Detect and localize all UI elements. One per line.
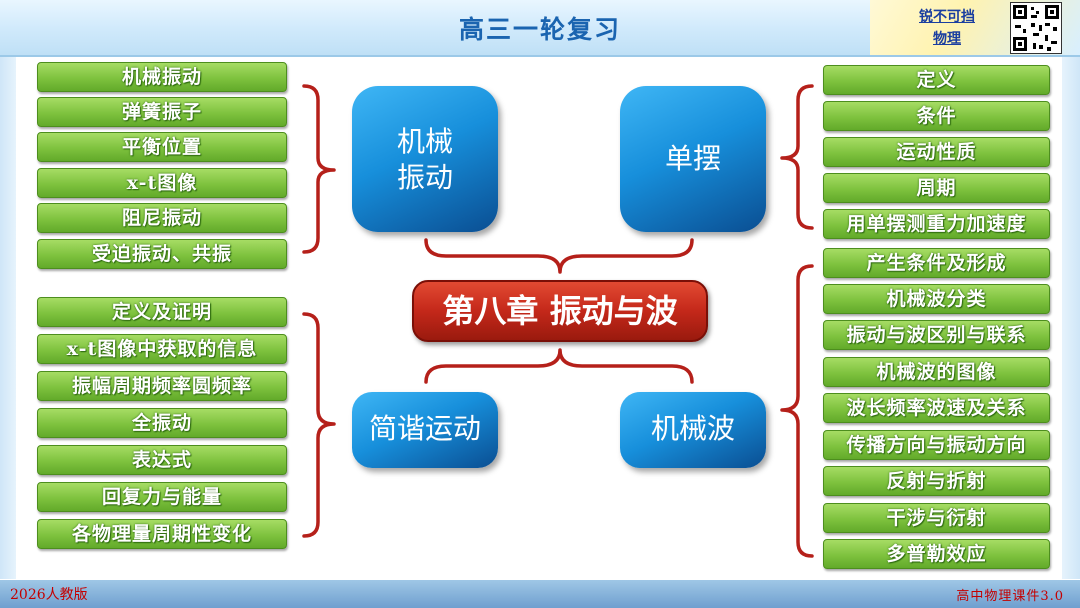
- brand-line-2: 物理: [933, 31, 961, 47]
- list-item: x-t图像: [37, 168, 287, 198]
- list-item: 多普勒效应: [823, 539, 1050, 569]
- brand-box: 锐不可挡 物理: [870, 0, 1080, 55]
- chapter-title-box: 第八章 振动与波: [412, 280, 708, 342]
- list-item: 全振动: [37, 408, 287, 438]
- list-item: 产生条件及形成: [823, 248, 1050, 278]
- list-item: 回复力与能量: [37, 482, 287, 512]
- qr-code-icon: [1010, 2, 1062, 54]
- brace-pendulum: [780, 84, 814, 230]
- list-item: 运动性质: [823, 137, 1050, 167]
- list-item: 机械波分类: [823, 284, 1050, 314]
- list-item: 受迫振动、共振: [37, 239, 287, 269]
- brace-mechanical-wave: [780, 264, 814, 558]
- topic-label: 机械波: [650, 412, 735, 445]
- list-item: 机械振动: [37, 62, 287, 92]
- page-title: 高三一轮复习: [458, 15, 621, 44]
- list-item: 传播方向与振动方向: [823, 430, 1050, 460]
- footer-edition: 2026人教版: [10, 587, 88, 603]
- list-item: 干涉与衍射: [823, 503, 1050, 533]
- list-item: 各物理量周期性变化: [37, 519, 287, 549]
- list-item: 定义及证明: [37, 297, 287, 327]
- left-side-strip: [0, 57, 16, 579]
- list-item: 机械波的图像: [823, 357, 1050, 387]
- topic-label-line1: 机械: [396, 125, 453, 158]
- list-item: 周期: [823, 173, 1050, 203]
- list-item: 定义: [823, 65, 1050, 95]
- right-side-strip: [1062, 57, 1080, 579]
- connector-bottom: [424, 348, 694, 384]
- topic-mechanical-wave: 机械波: [620, 392, 766, 468]
- list-item: 弹簧振子: [37, 97, 287, 127]
- footer-bar: 2026人教版 高中物理课件3.0: [0, 580, 1080, 608]
- topic-label: 简谐运动: [368, 412, 481, 445]
- list-item: 平衡位置: [37, 132, 287, 162]
- list-item: 表达式: [37, 445, 287, 475]
- topic-mechanical-vibration: 机械 振动: [352, 86, 498, 232]
- header-bar: 高三一轮复习 锐不可挡 物理: [0, 0, 1080, 57]
- topic-label-line2: 振动: [396, 161, 453, 194]
- connector-top: [424, 238, 694, 274]
- topic-pendulum: 单摆: [620, 86, 766, 232]
- topic-label: 单摆: [664, 142, 721, 175]
- topic-shm: 简谐运动: [352, 392, 498, 468]
- list-item: 振动与波区别与联系: [823, 320, 1050, 350]
- list-item: 阻尼振动: [37, 203, 287, 233]
- brand-line-1: 锐不可挡: [919, 9, 975, 25]
- brace-shm: [302, 312, 336, 538]
- list-item: 振幅周期频率圆频率: [37, 371, 287, 401]
- brand-logo-text: 锐不可挡 物理: [918, 6, 976, 50]
- footer-series: 高中物理课件3.0: [956, 589, 1064, 604]
- list-item: 反射与折射: [823, 466, 1050, 496]
- brace-mechanical-vibration: [302, 84, 336, 254]
- list-item: x-t图像中获取的信息: [37, 334, 287, 364]
- list-item: 波长频率波速及关系: [823, 393, 1050, 423]
- list-item: 用单摆测重力加速度: [823, 209, 1050, 239]
- list-item: 条件: [823, 101, 1050, 131]
